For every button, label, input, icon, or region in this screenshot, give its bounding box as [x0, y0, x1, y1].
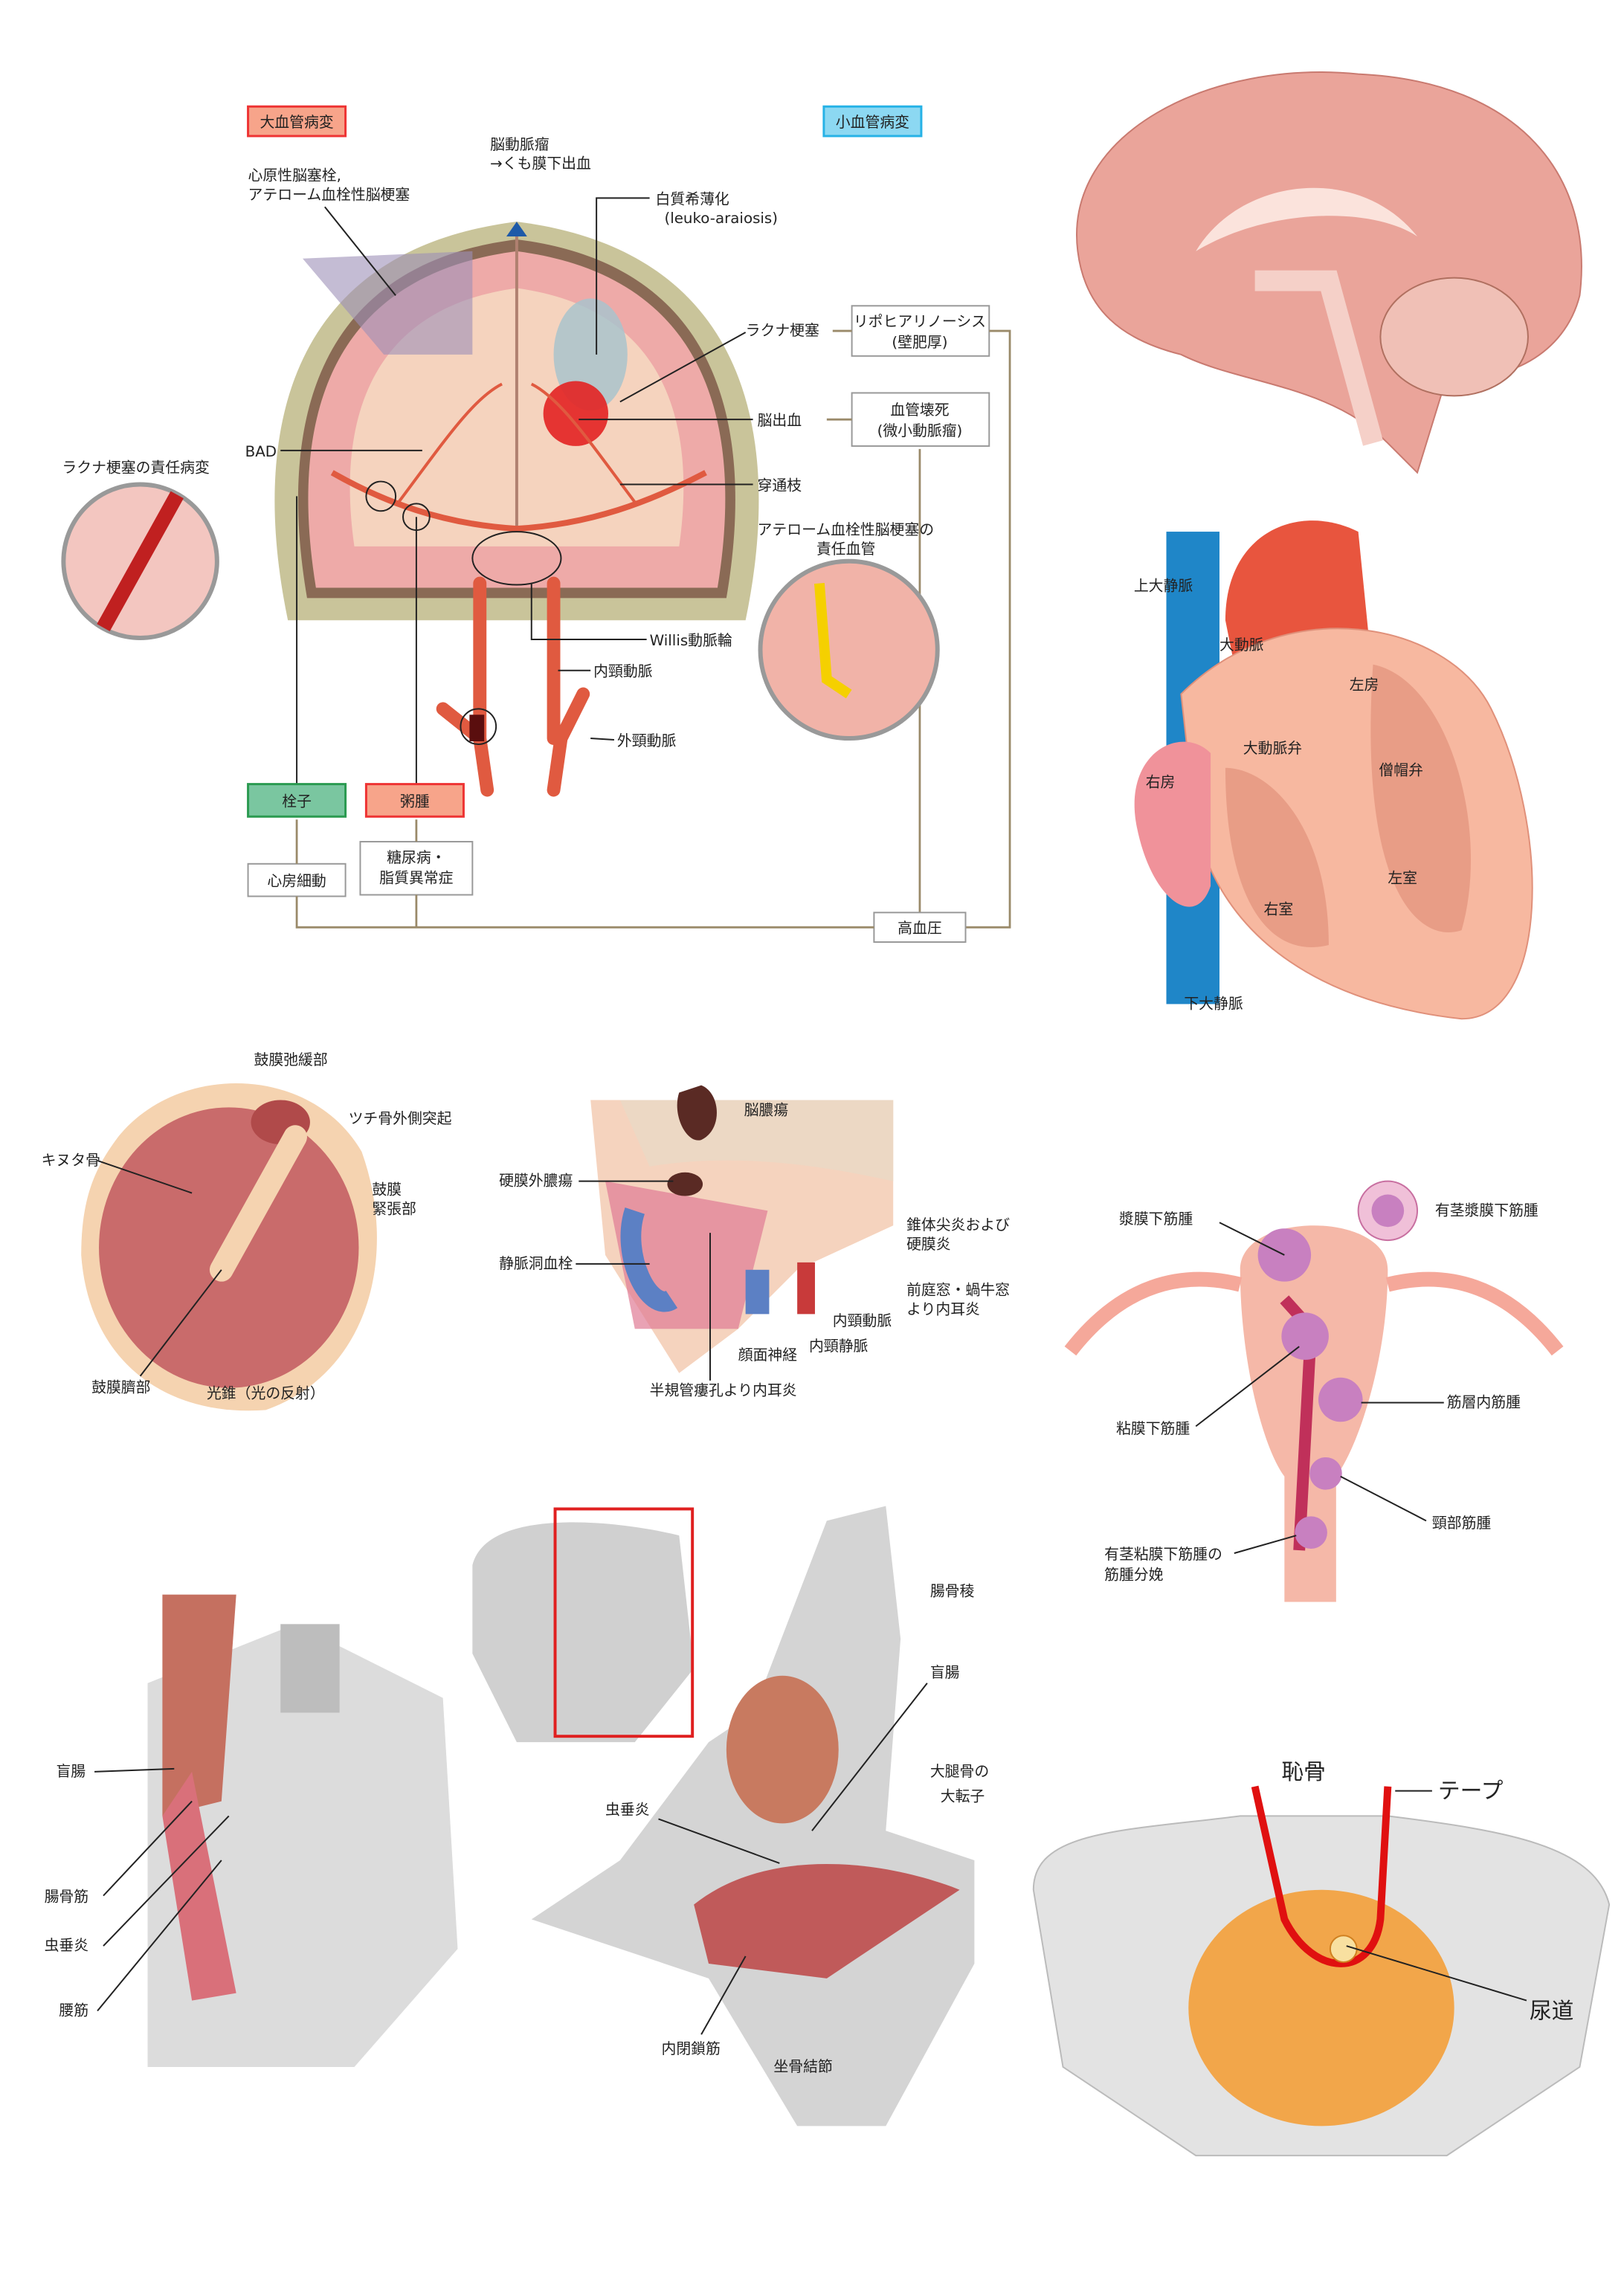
willis-label: Willis動脈輪	[650, 632, 732, 649]
femur-label: 大腿骨の	[930, 1763, 989, 1780]
brain-coronal-diagram	[274, 222, 759, 797]
bad-label: BAD	[245, 443, 277, 460]
fibroid-delivery-label-2: 筋腫分娩	[1104, 1567, 1164, 1584]
light-cone-label: 光錐（光の反射）	[207, 1385, 325, 1402]
epidural-abscess-label: 硬膜外膿瘍	[499, 1173, 573, 1190]
htn-box	[873, 912, 967, 944]
mitral-label: 僧帽弁	[1379, 762, 1423, 779]
rv-label: 右室	[1264, 900, 1294, 918]
brain-sagittal-illustration	[1076, 71, 1582, 474]
fistula-label: 半規管瘻孔より内耳炎	[650, 1382, 797, 1399]
incus-label: キヌタ骨	[42, 1152, 100, 1169]
pubis-label: 恥骨	[1281, 1759, 1326, 1785]
umbo-label: 鼓膜臍部	[91, 1379, 150, 1396]
pedunculated-subserosal-label: 有茎漿膜下筋腫	[1435, 1202, 1538, 1219]
atheroma-box	[364, 783, 465, 818]
ica-label: 内頸動脈	[593, 663, 653, 680]
hemorrhage-label: 脳出血	[758, 412, 802, 429]
subserosal-label: 漿膜下筋腫	[1119, 1210, 1193, 1228]
leuko-label: 白質希薄化	[656, 190, 729, 207]
embolus-box	[247, 783, 347, 818]
necrosis-label: 血管壊死	[890, 402, 950, 419]
trochanter-label: 大転子	[941, 1788, 985, 1805]
pelvis-center-illustration	[472, 1506, 975, 2126]
labyrinthitis-label: より内耳炎	[906, 1300, 980, 1318]
dm-box	[359, 841, 474, 896]
lacunar-label: ラクナ梗塞	[746, 322, 819, 339]
perforator-label: 穿通枝	[758, 477, 802, 494]
psoas-label: 腰筋	[59, 2002, 88, 2019]
facial-nerve-label: 顔面神経	[738, 1347, 798, 1364]
fibroid-delivery-label: 有茎粘膜下筋腫の	[1104, 1546, 1222, 1563]
windows-label: 前庭窓・蝸牛窓	[906, 1282, 1010, 1299]
lacunar-lesion-label: ラクナ梗塞の責任病変	[62, 459, 210, 477]
brain-abscess-label: 脳膿瘍	[744, 1101, 789, 1118]
iliac-crest-label: 腸骨稜	[930, 1583, 975, 1600]
tensa-label: 鼓膜	[372, 1181, 402, 1199]
athero-infarct-label: アテローム血栓性脳梗塞	[248, 186, 410, 203]
pelvic-floor-tape-illustration	[1032, 1785, 1611, 2157]
svc-label: 上大静脈	[1134, 577, 1193, 594]
ear-ica-label: 内頸動脈	[833, 1312, 892, 1329]
urethra-label: 尿道	[1530, 1998, 1574, 2024]
pelvis-left-illustration	[147, 1594, 458, 2067]
atheroma-label: 粥腫	[400, 793, 430, 810]
ivc-label: 下大静脈	[1184, 995, 1243, 1012]
submucosal-label: 粘膜下筋腫	[1116, 1420, 1190, 1437]
leuko-en-label: (leuko-araiosis)	[664, 210, 778, 227]
lv-label: 左室	[1388, 870, 1417, 887]
eca-label: 外頸動脈	[617, 732, 677, 749]
heart-illustration	[1134, 520, 1533, 1020]
obturator-label: 内閉鎖筋	[661, 2040, 720, 2057]
petrositis-label: 錐体尖炎および	[906, 1216, 1010, 1234]
aneurysm-label: 脳動脈瘤	[490, 136, 550, 153]
small-vessel-label: 小血管病変	[836, 114, 909, 131]
otitis-complications-illustration	[590, 1085, 894, 1373]
ischial-label: 坐骨結節	[773, 2058, 832, 2075]
appendicitis-left-label: 虫垂炎	[45, 1937, 89, 1954]
meningitis-label: 硬膜炎	[906, 1236, 951, 1253]
embolus-label: 栓子	[282, 793, 312, 810]
eardrum-illustration	[81, 1083, 377, 1411]
small-vessel-badge	[822, 105, 923, 138]
flaccida-label: 鼓膜弛緩部	[254, 1051, 327, 1068]
large-vessel-label: 大血管病変	[260, 114, 333, 131]
cecum-left-label: 盲腸	[56, 1763, 86, 1780]
cecum-center-label: 盲腸	[930, 1664, 960, 1681]
athero-vessel-label: アテローム血栓性脳梗塞の	[758, 521, 935, 538]
microaneurysm-label: (微小動脈瘤)	[877, 422, 963, 439]
lateral-process-label: ツチ骨外側突起	[349, 1110, 452, 1127]
large-vessel-badge	[247, 105, 347, 138]
culprit-vessel-label: 責任血管	[816, 541, 875, 558]
af-label: 心房細動	[267, 873, 326, 890]
aorta-label: 大動脈	[1219, 636, 1264, 654]
wall-thickening-label: (壁肥厚)	[892, 334, 947, 351]
cervical-label: 頸部筋腫	[1432, 1515, 1492, 1532]
region-highlight-box	[553, 1507, 695, 1738]
aortic-valve-label: 大動脈弁	[1243, 740, 1302, 757]
ra-label: 右房	[1146, 774, 1176, 791]
iliacus-label: 腸骨筋	[45, 1889, 89, 1906]
tensa-part-label: 緊張部	[372, 1200, 416, 1217]
necrosis-box	[851, 392, 990, 447]
sah-label: →くも膜下出血	[490, 155, 591, 172]
intramural-label: 筋層内筋腫	[1447, 1393, 1521, 1410]
atheroma-zoom	[758, 558, 940, 741]
uterus-fibroids-illustration	[1064, 1180, 1564, 1602]
la-label: 左房	[1350, 677, 1379, 694]
tape-label: テープ	[1438, 1779, 1504, 1805]
sinus-thrombosis-label: 静脈洞血栓	[499, 1255, 573, 1272]
lipohyalinosis-label: リポヒアリノーシス	[854, 313, 986, 330]
embolism-label: 心原性脳塞栓,	[248, 167, 341, 184]
appendicitis-center-label: 虫垂炎	[605, 1801, 650, 1818]
dm-label: 糖尿病・	[387, 849, 445, 866]
htn-label: 高血圧	[898, 920, 942, 937]
dyslipidemia-label: 脂質異常症	[379, 870, 453, 887]
ijv-label: 内頸静脈	[809, 1338, 869, 1355]
